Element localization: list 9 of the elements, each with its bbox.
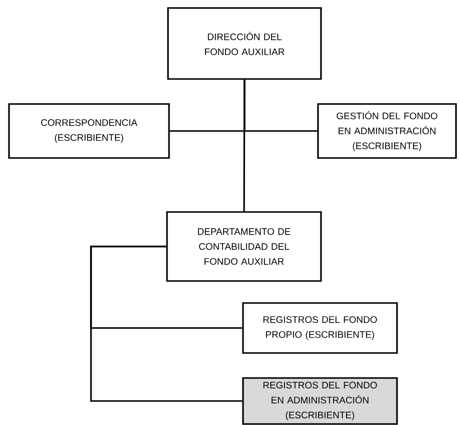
org-box: REGISTROS DEL FONDO EN ADMINISTRACIÓN (ESCRIBIENTE) [242, 377, 398, 425]
connector-line [90, 246, 242, 402]
org-box: CORRESPONDENCIA (ESCRIBIENTE) [8, 103, 170, 159]
connector-line [243, 80, 246, 212]
org-box: DEPARTAMENTO DE CONTABILIDAD DEL FONDO AUXILIAR [166, 211, 322, 282]
connector-line [244, 80, 318, 132]
org-box: GESTIÓN DEL FONDO EN ADMINISTRACIÓN (ESCRIBIENTE) [317, 103, 457, 159]
org-box: DIRECCIÓN DEL FONDO AUXILIAR [167, 7, 322, 80]
org-box: REGISTROS DEL FONDO PROPIO (ESCRIBIENTE) [242, 302, 398, 354]
